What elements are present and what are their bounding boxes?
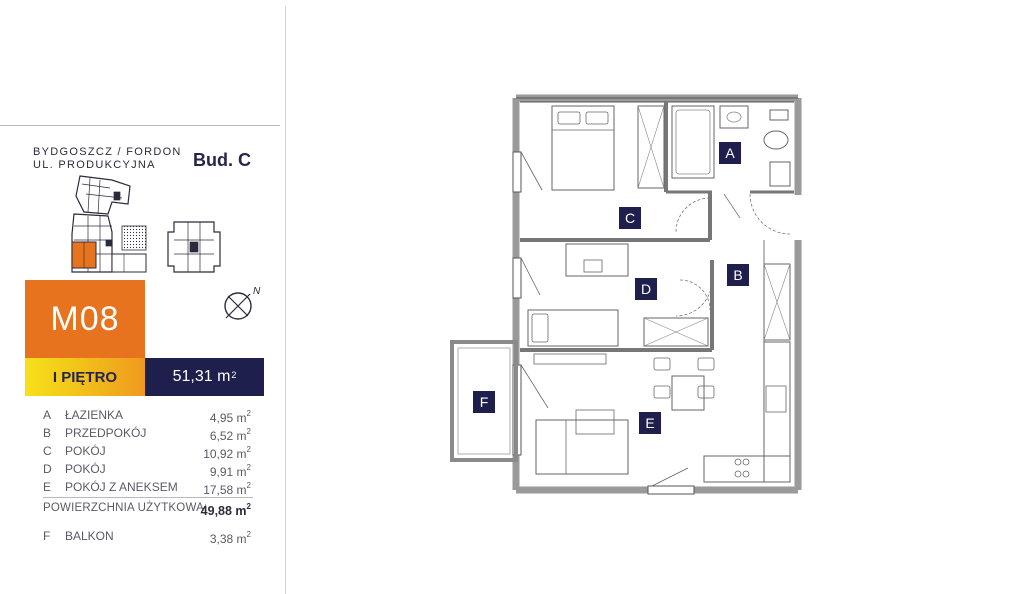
building-label: Bud. C xyxy=(193,150,251,170)
room-name: ŁAZIENKA xyxy=(65,408,124,422)
unit-code: M08 xyxy=(25,280,145,358)
compass-north-label: N xyxy=(253,286,261,297)
room-letter: C xyxy=(43,444,52,458)
total-area-row: POWIERZCHNIA UŻYTKOWA: 49,88 m2 xyxy=(43,499,253,520)
total-area-label: POWIERZCHNIA UŻYTKOWA: xyxy=(43,502,208,514)
plan-label-d: D xyxy=(635,278,657,300)
plan-label-c: C xyxy=(619,207,641,229)
room-size-value: 6,52 m xyxy=(209,429,247,443)
unit-area-value: 51,31 m xyxy=(172,368,231,385)
plan-label-b: B xyxy=(727,264,749,286)
room-size-sup: 2 xyxy=(246,463,251,472)
room-row: E POKÓJ Z ANEKSEM 17,58 m2 xyxy=(43,478,253,499)
balcony-size: 3,38 m2 xyxy=(210,527,251,548)
total-area-sup: 2 xyxy=(246,502,251,511)
room-size: 6,52 m2 xyxy=(210,424,251,445)
address-city: BYDGOSZCZ / FORDON xyxy=(33,146,182,158)
floor-plan: A B C D E F xyxy=(440,90,810,500)
address: BYDGOSZCZ / FORDON UL. PRODUKCYJNA xyxy=(33,146,182,172)
room-row: D POKÓJ 9,91 m2 xyxy=(43,460,253,481)
room-size-value: 9,91 m xyxy=(209,465,247,479)
room-letter: E xyxy=(43,480,52,494)
total-area-number: 49,88 m xyxy=(200,504,247,519)
building-key-plan xyxy=(71,175,221,273)
balcony-name: BALKON xyxy=(65,529,114,543)
room-row: B PRZEDPOKÓJ 6,52 m2 xyxy=(43,424,253,445)
north-compass-icon: N xyxy=(224,286,261,320)
floor-plan-drawing xyxy=(450,94,802,495)
balcony-size-value: 3,38 m xyxy=(209,532,247,546)
room-size-sup: 2 xyxy=(246,409,251,418)
plan-label-f: F xyxy=(473,391,495,413)
room-name: POKÓJ xyxy=(65,462,106,476)
room-row: C POKÓJ 10,92 m2 xyxy=(43,442,253,463)
room-name: POKÓJ Z ANEKSEM xyxy=(65,480,178,494)
unit-area-sup: 2 xyxy=(231,370,237,380)
room-row: A ŁAZIENKA 4,95 m2 xyxy=(43,406,253,427)
balcony-size-sup: 2 xyxy=(246,530,251,539)
room-size-sup: 2 xyxy=(246,481,251,490)
total-area-value: 49,88 m2 xyxy=(201,499,251,520)
room-size: 4,95 m2 xyxy=(210,406,251,427)
floor-label: I PIĘTRO xyxy=(25,358,145,396)
total-separator xyxy=(43,497,253,498)
balcony-letter: F xyxy=(43,529,51,543)
room-letter: B xyxy=(43,426,52,440)
room-size-value: 17,58 m xyxy=(203,483,247,497)
room-size: 17,58 m2 xyxy=(203,478,251,499)
room-name: POKÓJ xyxy=(65,444,106,458)
room-size-sup: 2 xyxy=(246,445,251,454)
panel-divider xyxy=(285,6,286,594)
room-size: 9,91 m2 xyxy=(210,460,251,481)
plan-label-e: E xyxy=(639,412,661,434)
room-letter: D xyxy=(43,462,52,476)
room-size: 10,92 m2 xyxy=(203,442,251,463)
balcony-list: F BALKON 3,38 m2 xyxy=(43,527,253,548)
address-street: UL. PRODUKCYJNA xyxy=(33,159,156,171)
balcony-row: F BALKON 3,38 m2 xyxy=(43,527,253,548)
room-letter: A xyxy=(43,408,52,422)
room-size-value: 4,95 m xyxy=(209,411,247,425)
header-divider xyxy=(0,125,280,126)
room-size-value: 10,92 m xyxy=(203,447,247,461)
room-size-sup: 2 xyxy=(246,427,251,436)
room-name: PRZEDPOKÓJ xyxy=(65,426,147,440)
room-list: A ŁAZIENKA 4,95 m2 B PRZEDPOKÓJ 6,52 m2 … xyxy=(43,406,253,499)
plan-label-a: A xyxy=(719,142,741,164)
